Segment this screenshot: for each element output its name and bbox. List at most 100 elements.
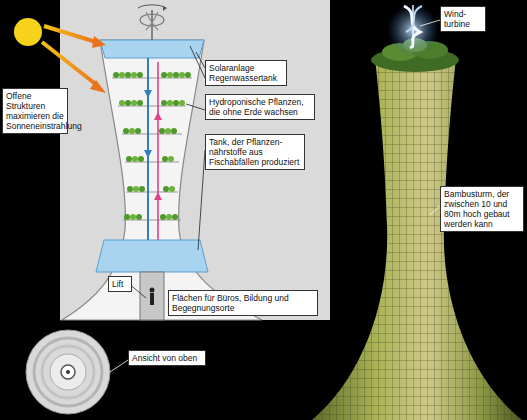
left-panel [60,0,330,320]
plant-shelves-part [112,78,192,79]
tower-section-part [100,40,204,58]
leader-lines-part [190,46,205,78]
label-box: Hydroponische Pflanzen, die ohne Erde wa… [205,94,315,120]
tower-section-part [154,112,162,120]
bamboo-tower-part [312,58,522,420]
tower-section-part [150,293,154,305]
top-view-part [42,346,94,398]
top-view-part [61,365,75,379]
label-text: Flächen für Büros, Bildung und Begegnung… [172,293,314,313]
leader-lines [128,46,205,298]
label-box: Tank, der Pflanzen-nährstoffe aus Fischa… [205,134,305,170]
plant-shelves-part [130,214,136,220]
plant-shelves-part [163,186,169,192]
label-box: Bambusturm, der zwischen 10 und 80m hoch… [440,186,524,232]
bamboo-tower-part [312,58,522,420]
plant-shelves-part [159,128,165,134]
plant-shelves-part [127,186,133,192]
tower-section-part [140,14,164,26]
plant-shelves-part [125,72,131,78]
plant-shelves [112,72,192,220]
plant-shelves-part [137,100,143,106]
plant-shelves-part [126,192,178,193]
sun-part [42,42,98,86]
label-text: Regenwassertank [209,73,283,83]
plant-shelves-part [133,186,139,192]
plant-shelves-part [131,100,137,106]
plant-shelves-part [126,156,132,162]
tower-section-part [144,90,152,98]
plant-shelves-part [123,128,129,134]
tower-section-part [147,58,149,240]
sun-part [14,18,42,46]
plant-shelves-part [161,100,167,106]
plant-shelves-part [167,72,173,78]
plant-shelves-part [132,156,138,162]
plant-shelves-part [179,72,185,78]
bamboo-tower-part [420,20,440,26]
plant-shelves-part [165,128,171,134]
leader-lines-part [186,104,205,110]
sun-part [90,80,106,93]
plant-shelves-part [113,72,119,78]
plant-shelves-part [160,214,166,220]
plant-shelves-part [135,128,141,134]
plant-shelves-part [166,214,172,220]
plant-shelves-part [129,128,135,134]
label-text: Tank, der Pflanzen-nährstoffe aus Fischa… [209,137,301,167]
label-box: Wind-turbine [440,6,486,32]
label-text: Ansicht von oben [132,353,202,363]
top-view-part [110,360,128,372]
plant-shelves-part [136,214,142,220]
plant-shelves-part [137,72,143,78]
plant-shelves-part [131,72,137,78]
plant-shelves-part [119,100,125,106]
label-text: Offene Strukturen maximieren die Sonnene… [6,91,64,131]
bamboo-tower-part [387,4,439,56]
label-text: Hydroponische Pflanzen, die ohne Erde wa… [209,97,311,117]
plant-shelves-part [171,128,177,134]
tower-section-part [144,150,152,158]
leader-lines-part [196,52,205,68]
plant-shelves-part [173,100,179,106]
plant-shelves-part [139,186,145,192]
tower-section-part [163,6,167,11]
label-box: Ansicht von oben [128,350,206,366]
label-text: Solaranlage [209,63,283,73]
plant-shelves-part [173,72,179,78]
plant-shelves-part [172,214,178,220]
plant-shelves-part [162,156,168,162]
top-view-part [26,330,110,414]
leader-lines-part [198,150,205,250]
top-view-part [50,354,86,390]
note-box: Offene Strukturen maximieren die Sonnene… [2,88,68,134]
sun-part [92,36,106,48]
label-box: Lift [108,276,132,292]
label-box: SolaranlageRegenwassertank [205,60,287,86]
tower-section-part [154,192,162,200]
left-panel-part [60,0,330,320]
tower-section-part [138,5,166,8]
tower-section-part [150,288,155,293]
plant-shelves-part [169,186,175,192]
bamboo-tower-part [406,6,422,32]
top-view-part [66,370,70,374]
tower-section-part [96,240,208,272]
plant-shelves-part [125,100,131,106]
plant-shelves-part [185,72,191,78]
sun [14,18,106,93]
label-text: Wind-turbine [444,9,482,29]
top-view-part [34,338,102,406]
tower-section-part [146,12,158,30]
label-box: Flächen für Büros, Bildung und Begegnung… [168,290,318,316]
tower-section-part [157,62,159,240]
plant-shelves-part [167,100,173,106]
label-text: Lift [112,279,128,289]
plant-shelves-part [124,214,130,220]
plant-shelves-part [119,72,125,78]
plant-shelves-part [138,156,144,162]
top-view [26,330,128,414]
sun-part [44,26,96,42]
plant-shelves-part [168,156,174,162]
